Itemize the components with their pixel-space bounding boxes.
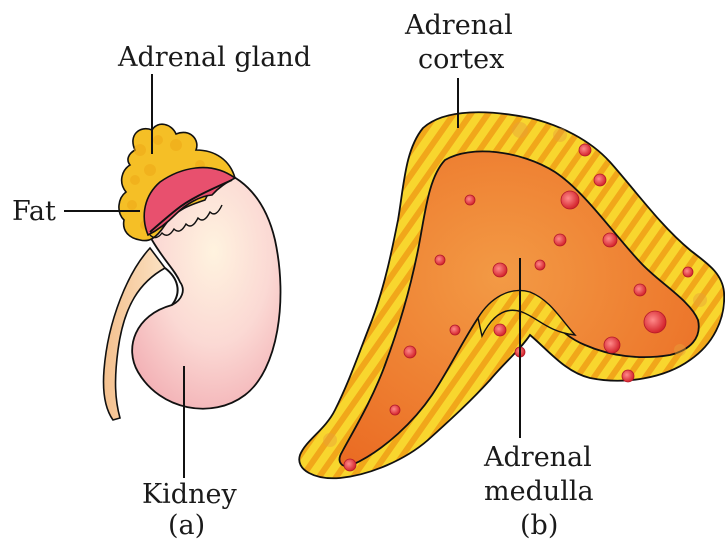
kidney-panel: Adrenal gland Fat Kidney (a) <box>12 42 311 539</box>
caption-b: (b) <box>520 510 558 539</box>
caption-a: (a) <box>168 510 205 539</box>
adrenal-section-panel: Adrenal cortex Adrenal medulla (b) <box>299 10 724 539</box>
label-cortex-line1: Adrenal <box>404 10 513 41</box>
label-medulla-line2: medulla <box>484 476 594 507</box>
label-kidney: Kidney <box>142 479 237 510</box>
label-fat: Fat <box>12 196 56 227</box>
label-cortex-line2: cortex <box>418 44 504 75</box>
label-adrenal-gland: Adrenal gland <box>117 42 311 73</box>
label-medulla-line1: Adrenal <box>483 442 592 473</box>
